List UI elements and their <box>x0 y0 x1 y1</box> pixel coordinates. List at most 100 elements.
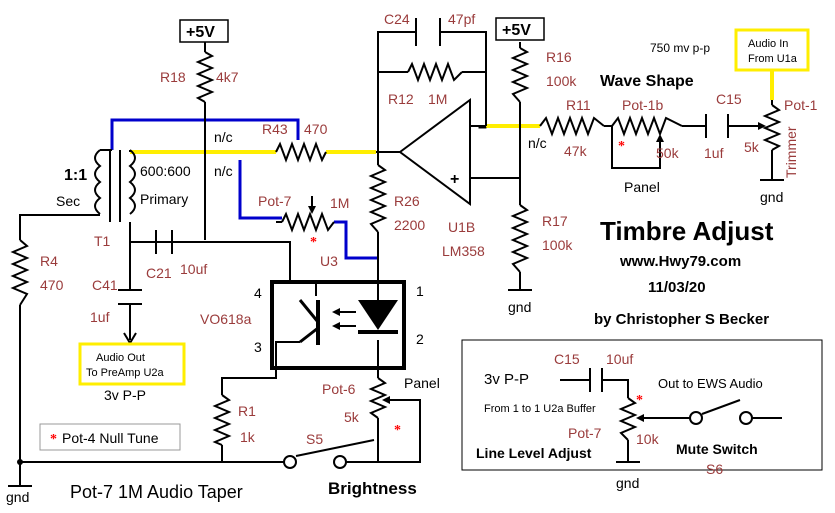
label-pot7: Pot-7 <box>258 193 292 209</box>
inset-gnd: gnd <box>616 475 639 491</box>
title-timbre-adjust: Timbre Adjust <box>600 216 774 246</box>
junction-dot <box>17 459 23 465</box>
label-c15-val: 1uf <box>704 145 724 161</box>
label-panel-a: Panel <box>404 375 440 391</box>
label-c24: C24 <box>384 11 410 27</box>
label-panel-b: Panel <box>624 179 660 195</box>
inset-circuit <box>560 368 782 462</box>
label-r18: R18 <box>160 69 186 85</box>
label-pin1: 1 <box>416 283 424 299</box>
label-gnd1: gnd <box>6 489 29 505</box>
resistor-r12 <box>407 61 463 83</box>
title-url: www.Hwy79.com <box>619 253 741 270</box>
resistor-r11 <box>539 115 605 137</box>
audio-in-line2: From U1a <box>748 53 798 65</box>
label-r11-val: 47k <box>564 143 588 159</box>
label-nc1: n/c <box>214 129 233 145</box>
component-labels: R18 4k7 C24 47pf R16 100k R12 1M R43 470… <box>6 11 818 505</box>
label-r26: R26 <box>394 193 420 209</box>
resistor-r26 <box>368 164 388 233</box>
pot6-star: * <box>394 423 401 438</box>
signal-path-highlight <box>130 70 774 154</box>
label-r12: R12 <box>388 91 414 107</box>
opamp-u1b <box>398 98 486 206</box>
label-r26-val: 2200 <box>394 217 425 233</box>
inset-pot7-val: 10k <box>636 431 660 447</box>
label-primary: Primary <box>140 191 188 207</box>
inset-mute: Mute Switch <box>676 441 758 457</box>
title-date: 11/03/20 <box>648 279 706 296</box>
v5-box-a <box>179 19 229 43</box>
label-c41: C41 <box>92 277 118 293</box>
audio-out-line2: To PreAmp U2a <box>86 367 165 379</box>
label-r16: R16 <box>546 49 572 65</box>
label-r1-val: 1k <box>240 429 256 445</box>
inset-labels: C15 10uf 3v P-P From 1 to 1 U2a Buffer O… <box>476 351 763 491</box>
label-s5: S5 <box>306 431 323 447</box>
label-nc2: n/c <box>214 163 233 179</box>
label-pot1b: Pot-1b <box>622 97 663 113</box>
capacitor-c24 <box>415 18 441 46</box>
null-tune-label: Pot-4 Null Tune <box>62 430 159 446</box>
label-r16-val: 100k <box>546 73 577 89</box>
label-gnd3: gnd <box>760 189 783 205</box>
capacitor-c15 <box>705 114 729 138</box>
ground-symbols <box>8 179 784 487</box>
label-r1: R1 <box>238 403 256 419</box>
pot1b-star: * <box>618 139 625 154</box>
label-pot6-val: 5k <box>344 409 360 425</box>
label-r43-val: 470 <box>304 121 328 137</box>
resistor-r4 <box>10 239 30 306</box>
label-pin3: 3 <box>254 339 262 355</box>
label-r11: R11 <box>566 97 591 113</box>
title-brightness: Brightness <box>328 479 417 498</box>
capacitor-c21 <box>155 230 173 254</box>
label-r43: R43 <box>262 121 288 137</box>
optocoupler-vo618a <box>270 280 406 370</box>
label-r4-val: 470 <box>40 277 64 293</box>
audio-in-line1: Audio In <box>748 38 788 50</box>
resistor-r18 <box>195 51 215 103</box>
label-pri-imp: 600:600 <box>140 163 191 179</box>
label-r18-val: 4k7 <box>216 69 239 85</box>
pot-6 <box>368 377 392 419</box>
pot-1b <box>611 115 683 142</box>
label-sec: Sec <box>56 193 80 209</box>
v5-box-b <box>495 17 545 41</box>
label-r17-val: 100k <box>542 237 573 253</box>
inset-star: * <box>636 393 643 408</box>
label-pot6: Pot-6 <box>322 381 356 397</box>
label-c21: C21 <box>146 265 172 281</box>
title-block: Timbre Adjust www.Hwy79.com 11/03/20 by … <box>70 216 774 502</box>
label-u3: U3 <box>320 253 338 269</box>
resistor-r17 <box>510 204 530 273</box>
opamp-plus: + <box>450 171 459 188</box>
label-pot1-val: 5k <box>744 139 760 155</box>
label-lm358: LM358 <box>442 243 485 259</box>
inset-vpp: 3v P-P <box>484 371 529 388</box>
null-tune-star: * <box>50 432 57 447</box>
audio-out-line1: Audio Out <box>96 352 145 364</box>
inset-c15-val: 10uf <box>606 351 633 367</box>
inset-from: From 1 to 1 U2a Buffer <box>484 403 596 415</box>
audio-out-box <box>78 342 186 386</box>
label-pot1: Pot-1 <box>784 97 818 113</box>
v5-label-b: +5V <box>502 22 531 39</box>
pot7-note: Pot-7 1M Audio Taper <box>70 482 243 502</box>
inset-s6: S6 <box>706 461 723 477</box>
label-trimmer: Trimmer <box>783 126 799 178</box>
label-r12-val: 1M <box>428 91 447 107</box>
label-pot1b-val: 50k <box>656 145 680 161</box>
audio-in-box <box>734 28 810 72</box>
transformer-secondary-wiring <box>110 118 378 260</box>
inset-line-level-box <box>461 339 823 471</box>
label-c15: C15 <box>716 91 742 107</box>
label-wave-shape: Wave Shape <box>600 73 694 90</box>
pot7-star: * <box>310 235 317 250</box>
resistor-r1 <box>212 394 232 446</box>
label-c21-val: 10uf <box>180 261 207 277</box>
transformer-t1 <box>94 149 136 222</box>
pot-1 <box>750 104 782 151</box>
